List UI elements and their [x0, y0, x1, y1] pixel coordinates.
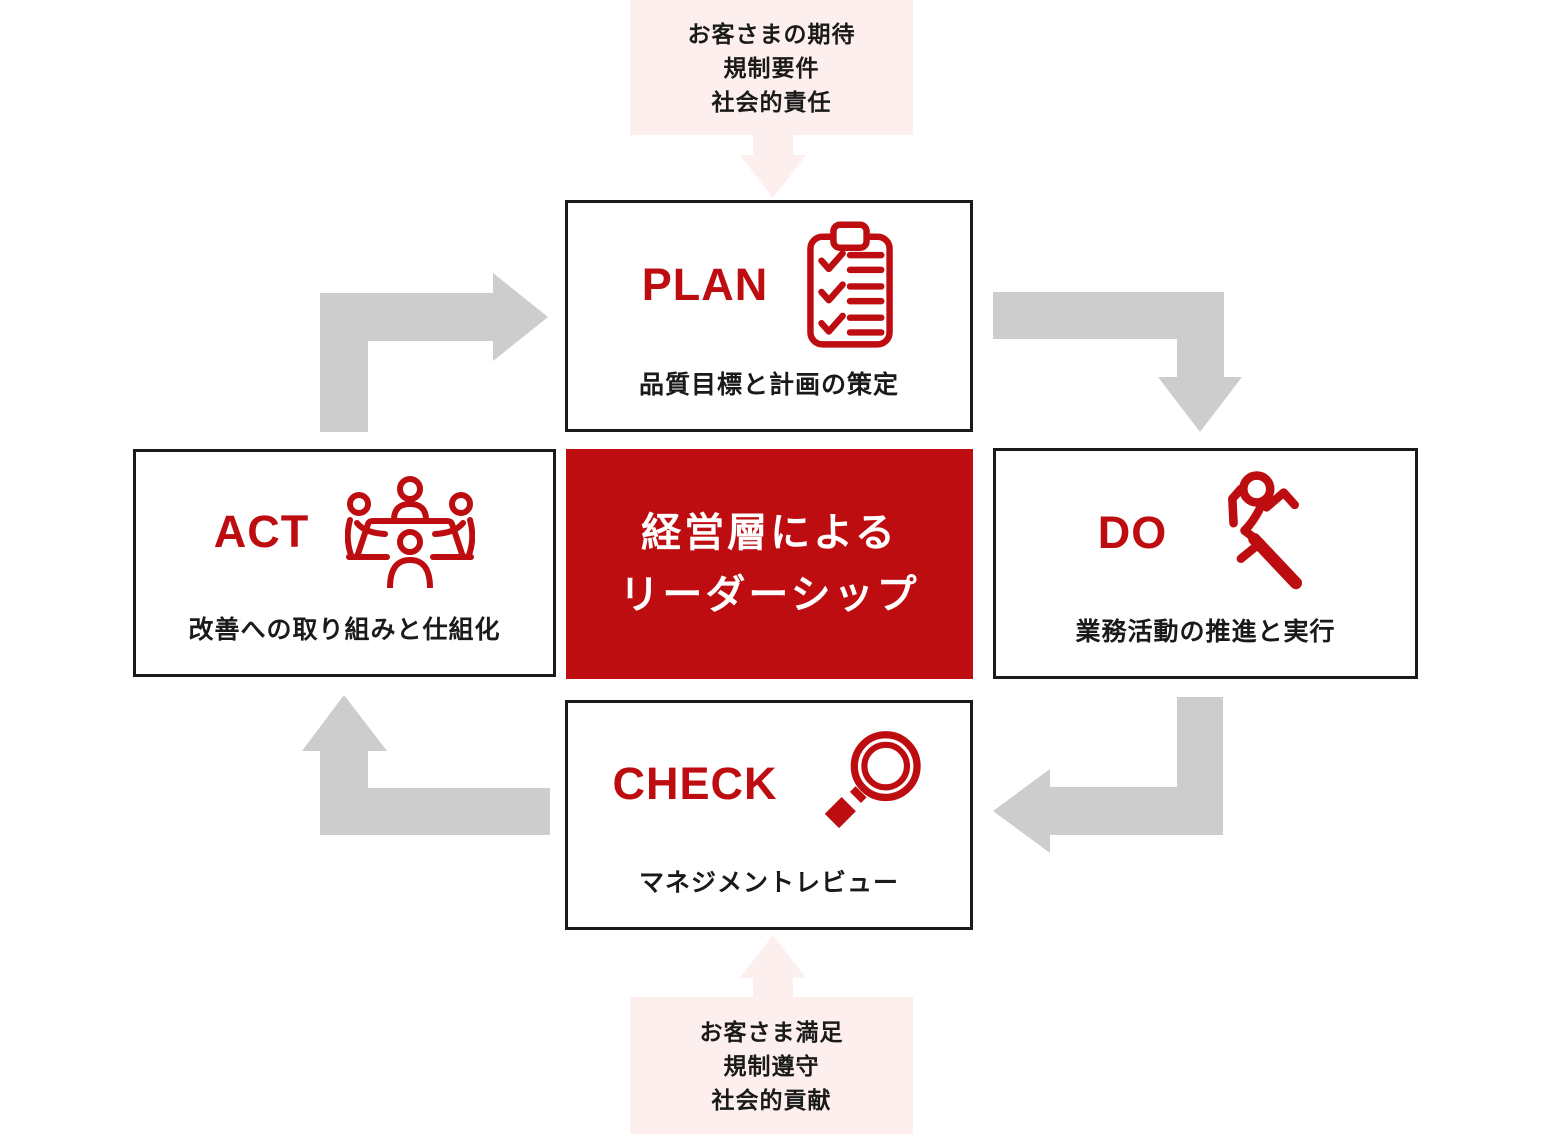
arrow-do-to-check [993, 697, 1223, 853]
outputs-line-3: 社会的貢献 [711, 1086, 832, 1113]
check-caption: マネジメントレビュー [638, 869, 899, 897]
act-label: ACT [213, 506, 310, 557]
leadership-box: 経営層による リーダーシップ [566, 449, 973, 679]
checklist-clipboard-icon [807, 221, 894, 348]
do-box: DO 業務活動の推進と実行 [993, 448, 1418, 679]
act-box: ACT 改善への取り組みと仕組化 [133, 449, 556, 677]
inputs-line-1: お客さまの期待 [687, 20, 856, 47]
runner-icon [1228, 470, 1303, 589]
check-row: CHECK [568, 715, 970, 853]
arrow-check-to-outputs [740, 935, 806, 997]
inputs-line-2: 規制要件 [723, 54, 820, 81]
check-label: CHECK [612, 758, 778, 809]
magnifier-icon [824, 731, 921, 829]
leadership-line-2: リーダーシップ [619, 573, 920, 617]
do-row: DO [996, 463, 1415, 602]
plan-box: PLAN 品質目標と計画の策定 [565, 200, 973, 432]
arrow-check-to-act [302, 695, 550, 835]
do-label: DO [1097, 506, 1168, 558]
plan-label: PLAN [641, 259, 769, 310]
act-caption: 改善への取り組みと仕組化 [188, 616, 501, 644]
inputs-line-3: 社会的責任 [711, 88, 832, 115]
arrow-inputs-to-plan [740, 135, 806, 198]
plan-caption: 品質目標と計画の策定 [638, 371, 899, 399]
leadership-line-1: 経営層による [641, 511, 898, 555]
do-caption: 業務活動の推進と実行 [1075, 618, 1336, 646]
check-box: CHECK マネジメントレビュー [565, 700, 973, 930]
arrow-act-to-plan [320, 273, 548, 432]
outputs-line-1: お客さま満足 [699, 1018, 844, 1045]
outputs-box: お客さま満足 規制遵守 社会的貢献 [630, 997, 913, 1134]
act-row: ACT [136, 464, 553, 600]
inputs-box: お客さまの期待 規制要件 社会的責任 [630, 0, 913, 135]
outputs-line-2: 規制遵守 [723, 1052, 820, 1079]
meeting-icon [345, 476, 476, 588]
arrow-plan-to-do [993, 292, 1242, 432]
plan-row: PLAN [568, 215, 970, 355]
